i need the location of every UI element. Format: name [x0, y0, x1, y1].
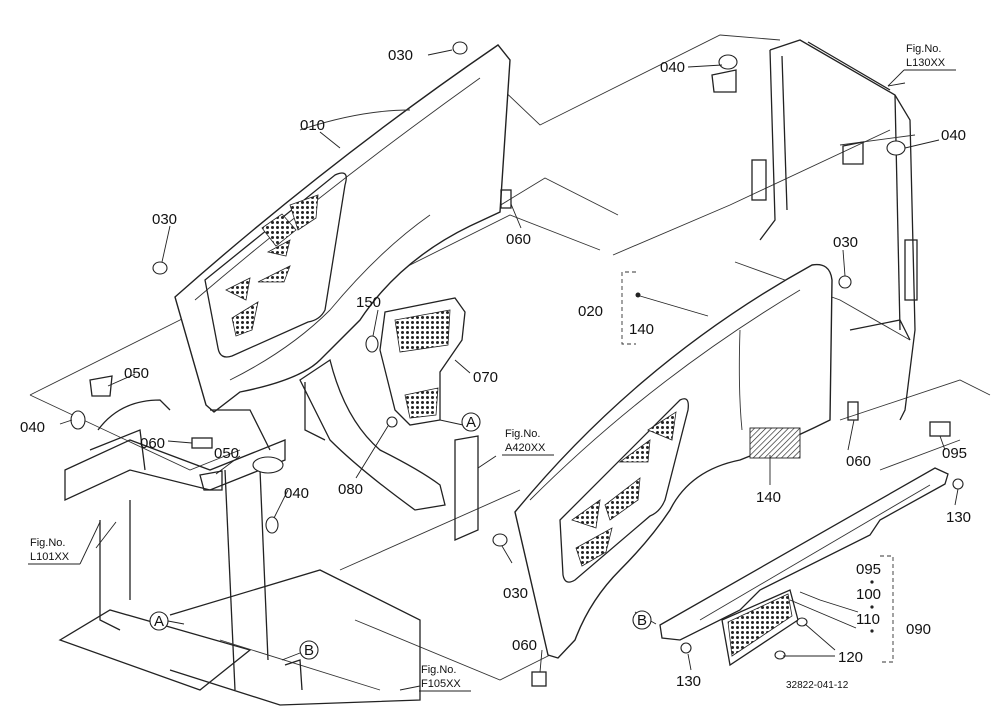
marker-b-right: B — [637, 612, 647, 629]
callout-130-right: 130 — [946, 509, 971, 526]
front-frame-l101 — [58, 399, 286, 691]
callout-070: 070 — [473, 369, 498, 386]
fig-ref-l130-line2: L130XX — [906, 57, 946, 69]
callout-030-top: 030 — [388, 47, 413, 64]
fig-ref-l101-line2: L101XX — [30, 551, 70, 563]
callout-095-stack: 095 — [856, 561, 881, 578]
fig-ref-a420-line2: A420XX — [505, 442, 546, 454]
callout-040-top: 040 — [660, 59, 685, 76]
marker-a-mid: A — [466, 414, 476, 431]
callout-040-right: 040 — [941, 127, 966, 144]
callout-140-panel: 140 — [756, 489, 781, 506]
fig-ref-l101-line1: Fig.No. — [30, 537, 65, 549]
callout-060-left: 060 — [140, 435, 165, 452]
figure-references: Fig.No. L130XX Fig.No. A420XX Fig.No. L1… — [28, 43, 956, 692]
callout-060-top: 060 — [506, 231, 531, 248]
callout-120: 120 — [838, 649, 863, 666]
callout-010: 010 — [300, 117, 325, 134]
figure-code: 32822-041-12 — [786, 680, 849, 691]
fig-ref-l130-line1: Fig.No. — [906, 43, 941, 55]
callout-040-mid: 040 — [284, 485, 309, 502]
floor-f105 — [169, 569, 421, 706]
reference-markers: A A B B — [149, 412, 652, 661]
callout-050-mid: 050 — [214, 445, 239, 462]
bracket-020-140 — [621, 271, 641, 345]
fig-ref-f105-line1: Fig.No. — [421, 664, 456, 676]
callout-030-right: 030 — [833, 234, 858, 251]
callout-050-left: 050 — [124, 365, 149, 382]
callout-130-bottom: 130 — [676, 673, 701, 690]
callout-095-right: 095 — [942, 445, 967, 462]
rear-frame-l130 — [751, 39, 918, 421]
callout-040-left: 040 — [20, 419, 45, 436]
center-frame — [299, 358, 479, 541]
callout-080: 080 — [338, 481, 363, 498]
fasteners — [70, 41, 964, 687]
bracket-plate-070 — [365, 297, 466, 428]
bracket-090 — [870, 555, 894, 663]
assembly-guide-lines — [29, 34, 991, 681]
callout-100: 100 — [856, 586, 881, 603]
callout-060-bottom: 060 — [512, 637, 537, 654]
callout-030-bottom: 030 — [503, 585, 528, 602]
callout-110: 110 — [856, 611, 880, 628]
side-panel-010 — [174, 44, 511, 413]
callout-030-left: 030 — [152, 211, 177, 228]
side-panel-020 — [514, 263, 833, 659]
callouts: 030 010 030 060 040 040 030 020 140 150 … — [20, 47, 971, 690]
marker-a-left: A — [154, 613, 164, 630]
callout-020: 020 — [578, 303, 603, 320]
callout-140-bracket: 140 — [629, 321, 654, 338]
callout-150: 150 — [356, 294, 381, 311]
callout-060-right: 060 — [846, 453, 871, 470]
marker-b-left: B — [304, 642, 314, 659]
fig-ref-a420-line1: Fig.No. — [505, 428, 540, 440]
fig-ref-f105-line2: F105XX — [421, 678, 461, 690]
callout-090: 090 — [906, 621, 931, 638]
lower-plate-090 — [659, 421, 951, 667]
